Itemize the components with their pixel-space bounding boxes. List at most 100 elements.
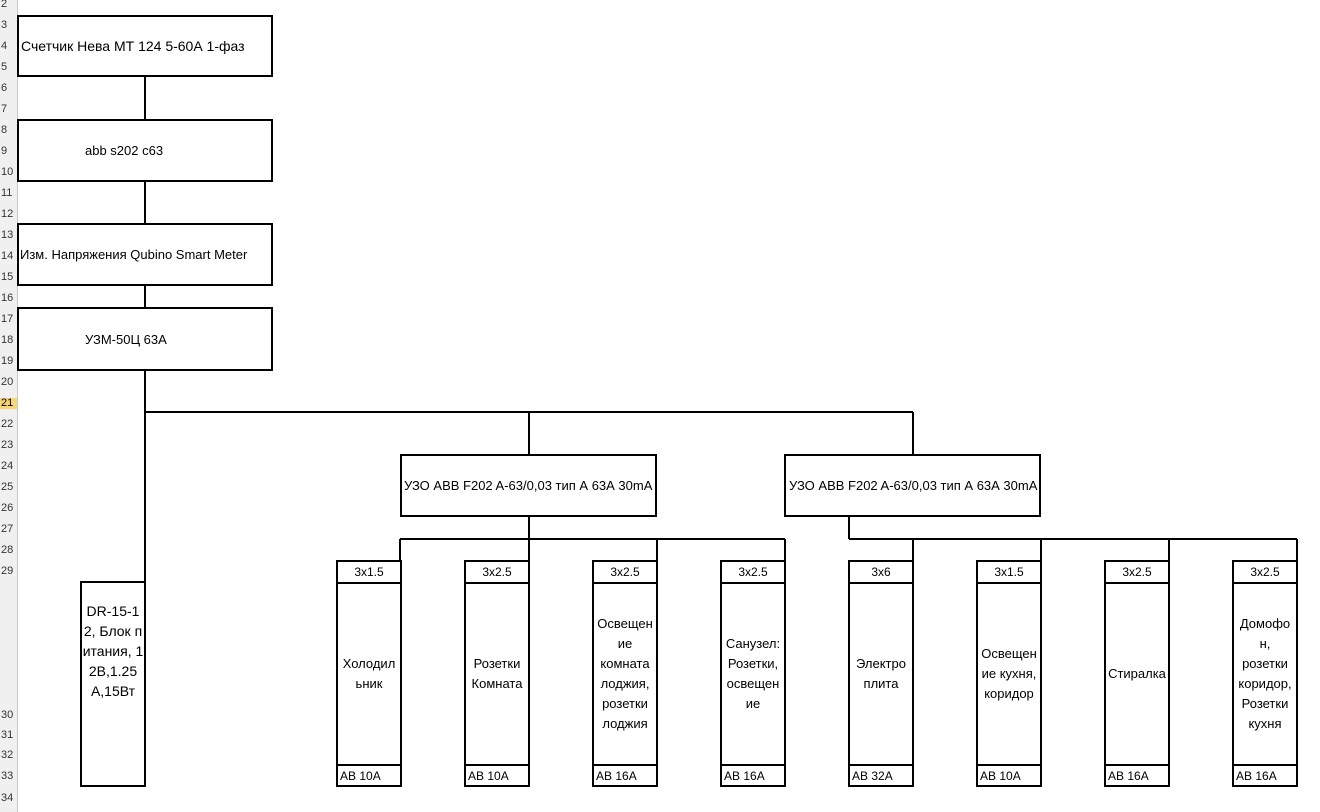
meter-box[interactable]: Счетчик Нева МТ 124 5-60А 1-фаз <box>17 15 273 77</box>
uzm-box[interactable]: УЗМ-50Ц 63А <box>17 307 273 371</box>
row-number: 19 <box>1 355 14 367</box>
psu-label: DR-15-12, Блок питания, 12В,1.25 А,15Вт <box>82 603 144 699</box>
circuit-label-line: Санузел: <box>725 636 781 651</box>
rcd-box-1[interactable]: УЗО ABB F202 A-63/0,03 тип А 63А 30mA <box>400 454 657 517</box>
row-number: 23 <box>1 439 14 451</box>
row-number: 7 <box>1 103 8 115</box>
circuit-box[interactable]: Электро плита <box>848 582 914 766</box>
cable-spec-cell[interactable]: 3x2.5 <box>464 560 530 584</box>
circuit-label-line: освещен <box>726 676 780 691</box>
breaker-rating-cell[interactable]: АВ 10А <box>336 764 402 787</box>
cable-spec-cell[interactable]: 3x2.5 <box>592 560 658 584</box>
cable-spec-label: 3x2.5 <box>1250 565 1280 579</box>
row-number: 4 <box>1 40 8 52</box>
breaker-label: abb s202 c63 <box>85 143 164 158</box>
psu-box[interactable]: DR-15-12, Блок питания, 12В,1.25 А,15Вт <box>80 581 146 787</box>
breaker-box[interactable]: abb s202 c63 <box>17 119 273 182</box>
cable-spec-cell[interactable]: 3x1.5 <box>976 560 1042 584</box>
breaker-rating-cell[interactable]: АВ 16А <box>720 764 786 787</box>
circuit-label-line: ие <box>617 636 633 651</box>
row-number: 9 <box>1 145 8 157</box>
circuit-label-line: Розетки, <box>727 656 779 671</box>
breaker-rating-cell[interactable]: АВ 16А <box>592 764 658 787</box>
circuit-label-line: Розетки <box>473 656 521 671</box>
row-number: 24 <box>1 460 14 472</box>
cable-spec-label: 3x2.5 <box>1122 565 1152 579</box>
row-number: 17 <box>1 313 14 325</box>
circuit-label-line: Освещен <box>981 646 1037 661</box>
breaker-rating-label: АВ 10А <box>980 768 1021 783</box>
row-number: 26 <box>1 502 14 514</box>
circuit-label-line: н, <box>1259 636 1271 651</box>
cable-spec-label: 3x2.5 <box>482 565 512 579</box>
cable-spec-label: 3x1.5 <box>354 565 384 579</box>
circuit-label-line: розетки <box>1242 656 1288 671</box>
row-number: 10 <box>1 166 14 178</box>
row-number: 13 <box>1 229 14 241</box>
circuit-box[interactable]: Санузел: Розетки, освещен ие <box>720 582 786 766</box>
cable-spec-cell[interactable]: 3x2.5 <box>1104 560 1170 584</box>
circuit-label-line: Стиралка <box>1108 666 1166 681</box>
circuit-label-line: Домофо <box>1239 616 1291 631</box>
breaker-rating-cell[interactable]: АВ 32А <box>848 764 914 787</box>
circuit-label-line: коридор <box>984 686 1034 701</box>
row-number: 11 <box>1 187 13 199</box>
breaker-rating-cell[interactable]: АВ 16А <box>1104 764 1170 787</box>
voltmeter-box[interactable]: Изм. Напряжения Qubino Smart Meter <box>17 223 273 286</box>
breaker-rating-cell[interactable]: АВ 16А <box>1232 764 1298 787</box>
row-number: 14 <box>1 250 14 262</box>
circuit-label-line: Электро <box>856 656 906 671</box>
circuit-label-line: Комната <box>471 676 523 691</box>
circuit-label: Освещен ие кухня, коридор <box>978 644 1040 704</box>
circuit-label-line: Розетки <box>1241 696 1289 711</box>
breaker-rating-label: АВ 16А <box>1108 768 1149 783</box>
circuit-label-line: Освещен <box>597 616 653 631</box>
cable-spec-cell[interactable]: 3x2.5 <box>1232 560 1298 584</box>
row-number: 5 <box>1 61 8 73</box>
row-number: 28 <box>1 544 14 556</box>
circuit-label: Санузел: Розетки, освещен ие <box>722 634 784 714</box>
row-number: 27 <box>1 523 14 535</box>
row-number: 21 <box>0 398 17 409</box>
voltmeter-label: Изм. Напряжения Qubino Smart Meter <box>20 247 248 262</box>
circuit-box[interactable]: Стиралка <box>1104 582 1170 766</box>
row-number: 15 <box>1 271 14 283</box>
cable-spec-label: 3x1.5 <box>994 565 1024 579</box>
row-number: 30 <box>1 709 14 721</box>
cable-spec-cell[interactable]: 3x1.5 <box>336 560 402 584</box>
cable-spec-cell[interactable]: 3x2.5 <box>720 560 786 584</box>
uzm-label: УЗМ-50Ц 63А <box>85 331 167 347</box>
row-number: 8 <box>1 124 8 136</box>
row-number: 18 <box>1 334 14 346</box>
breaker-rating-label: АВ 16А <box>724 768 765 783</box>
breaker-rating-cell[interactable]: АВ 10А <box>464 764 530 787</box>
row-number: 32 <box>1 749 14 761</box>
circuit-label-line: ие <box>745 696 761 711</box>
breaker-rating-cell[interactable]: АВ 10А <box>976 764 1042 787</box>
circuit-label-line: плита <box>863 676 899 691</box>
row-number: 16 <box>1 292 14 304</box>
circuit-label-line: коридор, <box>1238 676 1292 691</box>
row-number: 2 <box>1 0 8 10</box>
breaker-rating-label: АВ 32А <box>852 768 893 783</box>
rcd-box-2[interactable]: УЗО ABB F202 A-63/0,03 тип А 63А 30mA <box>784 454 1041 517</box>
row-number: 34 <box>1 792 14 804</box>
circuit-box[interactable]: Освещен ие кухня, коридор <box>976 582 1042 766</box>
cable-spec-cell[interactable]: 3x6 <box>848 560 914 584</box>
circuit-label-line: ие кухня, <box>981 666 1037 681</box>
cable-spec-label: 3x2.5 <box>738 565 768 579</box>
row-number: 6 <box>1 82 8 94</box>
row-number: 33 <box>1 770 14 782</box>
breaker-rating-label: АВ 10А <box>340 768 381 783</box>
circuit-label-line: лоджия <box>602 716 648 731</box>
row-number: 3 <box>1 19 8 31</box>
circuit-label-line: розетки <box>602 696 648 711</box>
circuit-label: Стиралка <box>1106 664 1168 684</box>
